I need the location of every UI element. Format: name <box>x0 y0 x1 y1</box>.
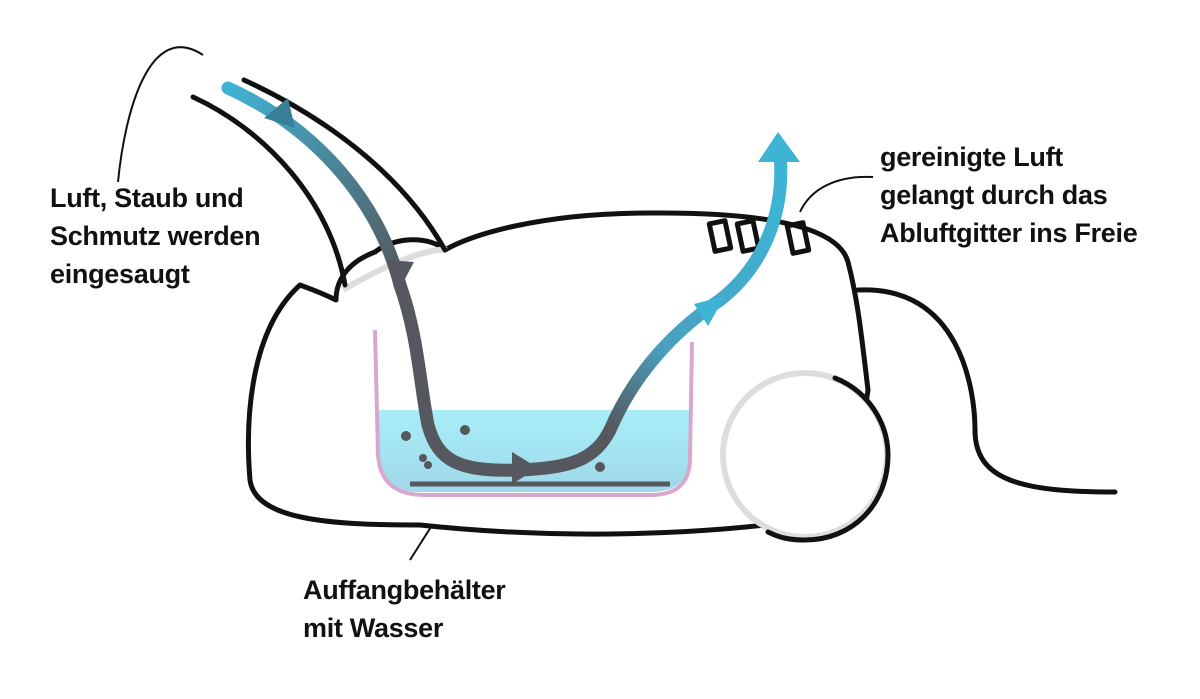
hose-outer-top <box>241 77 448 253</box>
intake-label-line-2: Schmutz werden <box>50 221 261 251</box>
container-outline <box>373 329 694 497</box>
down-arrow-icon <box>386 260 414 292</box>
power-cord <box>855 287 1118 495</box>
exhaust-arrow-icon <box>758 132 800 162</box>
intake-label-line-1: Luft, Staub und <box>50 183 244 213</box>
wheel-rim <box>765 375 891 543</box>
intake-leader-line <box>117 46 204 183</box>
exhaust-leader-line <box>799 175 874 213</box>
intake-label-line-3: eingesaugt <box>50 259 190 289</box>
exhaust-label-line-2: gelangt durch das <box>880 180 1108 210</box>
right-arrow-icon <box>512 452 538 484</box>
intake-label: Luft, Staub und Schmutz werden eingesaug… <box>50 179 261 293</box>
hose-outer-bottom <box>190 94 348 288</box>
container-label-line-1: Auffangbehälter <box>303 575 506 605</box>
dirt-particles <box>401 425 605 472</box>
dirty-air-path <box>221 81 527 477</box>
exhaust-label-line-1: gereinigte Luft <box>880 142 1063 172</box>
exhaust-label: gereinigte Luft gelangt durch das Abluft… <box>880 138 1138 252</box>
hose-collar <box>341 246 448 293</box>
intake-arrow-icon <box>264 98 295 128</box>
exhaust-label-line-3: Abluftgitter ins Freie <box>880 218 1138 248</box>
exhaust-grille <box>706 218 812 256</box>
container-label: Auffangbehälter mit Wasser <box>303 571 506 647</box>
up-right-arrow-icon <box>694 296 725 326</box>
container-label-line-2: mit Wasser <box>303 613 444 643</box>
